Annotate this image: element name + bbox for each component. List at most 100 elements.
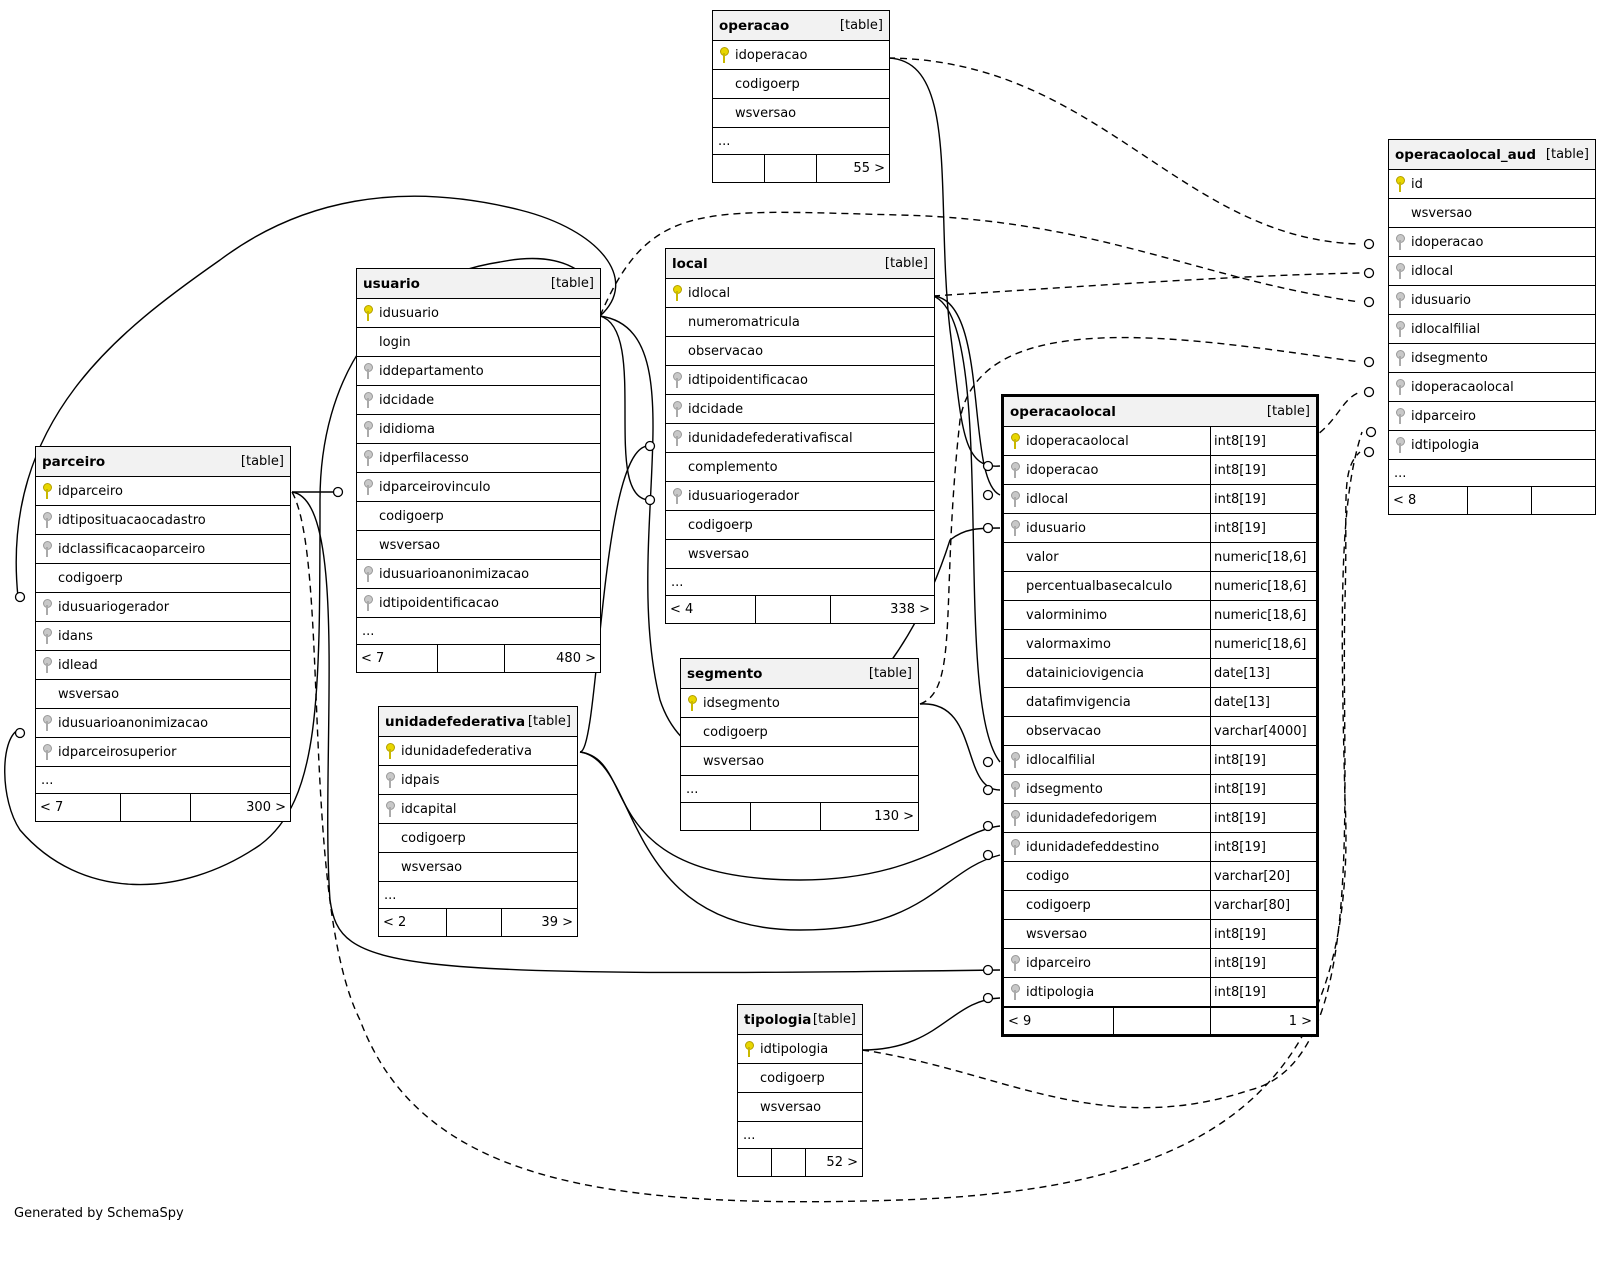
column-name: idunidadefedorigem	[1026, 810, 1158, 826]
ellipsis: ...	[36, 767, 290, 794]
column-row[interactable]: idtipoidentificacao	[357, 589, 600, 618]
key-placeholder	[738, 1064, 760, 1092]
column-row[interactable]: codigoerp	[738, 1064, 862, 1093]
column-row[interactable]: wsversao	[36, 680, 290, 709]
column-type: int8[19]	[1210, 804, 1316, 832]
foreign-key-icon	[36, 709, 58, 737]
column-name: idparceiro	[58, 483, 123, 499]
column-row[interactable]: idparceiro	[36, 477, 290, 506]
column-row[interactable]: idtipologia	[1389, 431, 1595, 460]
column-row[interactable]: id	[1389, 170, 1595, 199]
column-row[interactable]: idparceiro	[1389, 402, 1595, 431]
column-type: int8[19]	[1210, 833, 1316, 861]
key-placeholder	[681, 718, 703, 746]
column-name: idpais	[401, 772, 440, 788]
column-row[interactable]: idsegmento	[1389, 344, 1595, 373]
column-row[interactable]: idoperacao	[1389, 228, 1595, 257]
column-row[interactable]: idunidadefederativafiscal	[666, 424, 934, 453]
column-row[interactable]: idclassificacaoparceiro	[36, 535, 290, 564]
column-row[interactable]: numeromatricula	[666, 308, 934, 337]
column-row[interactable]: idparceirovinculo	[357, 473, 600, 502]
column-row[interactable]: codigoerp	[713, 70, 889, 99]
column-row[interactable]: wsversao	[681, 747, 918, 776]
column-row[interactable]: codigoerp	[36, 564, 290, 593]
column-row[interactable]: ididioma	[357, 415, 600, 444]
primary-key-icon	[36, 477, 58, 505]
column-row[interactable]: idcidade	[666, 395, 934, 424]
column-row[interactable]: observacao	[666, 337, 934, 366]
column-row[interactable]: idpais	[379, 766, 577, 795]
column-row[interactable]: wsversao	[666, 540, 934, 569]
column-row[interactable]: idusuariogerador	[666, 482, 934, 511]
column-row[interactable]: idunidadefedorigem int8[19]	[1004, 804, 1316, 833]
column-row[interactable]: wsversao	[713, 99, 889, 128]
column-row[interactable]: login	[357, 328, 600, 357]
column-row[interactable]: idunidadefederativa	[379, 737, 577, 766]
column-row[interactable]: wsversao	[379, 853, 577, 882]
column-row[interactable]: idcidade	[357, 386, 600, 415]
column-row[interactable]: wsversao	[357, 531, 600, 560]
column-row[interactable]: idsegmento	[681, 689, 918, 718]
footer-children: 338 >	[890, 602, 930, 617]
column-row[interactable]: idparceirosuperior	[36, 738, 290, 767]
column-row[interactable]: idlocalfilial	[1389, 315, 1595, 344]
column-row[interactable]: idusuariogerador	[36, 593, 290, 622]
column-row[interactable]: idtiposituacaocadastro	[36, 506, 290, 535]
column-row[interactable]: complemento	[666, 453, 934, 482]
column-row[interactable]: codigoerp	[666, 511, 934, 540]
column-name: idans	[58, 628, 93, 644]
column-row[interactable]: wsversao	[738, 1093, 862, 1122]
column-row[interactable]: idlead	[36, 651, 290, 680]
column-row[interactable]: idlocal	[1389, 257, 1595, 286]
column-row[interactable]: idtipologia	[738, 1035, 862, 1064]
column-row[interactable]: codigoerp	[357, 502, 600, 531]
column-row[interactable]: idtipoidentificacao	[666, 366, 934, 395]
column-row[interactable]: idusuario	[1389, 286, 1595, 315]
column-row[interactable]: idcapital	[379, 795, 577, 824]
column-row[interactable]: idoperacaolocal	[1389, 373, 1595, 402]
column-row[interactable]: iddepartamento	[357, 357, 600, 386]
column-row[interactable]: idusuarioanonimizacao	[357, 560, 600, 589]
column-row[interactable]: idusuarioanonimizacao	[36, 709, 290, 738]
column-row[interactable]: idans	[36, 622, 290, 651]
column-row[interactable]: codigoerp	[681, 718, 918, 747]
column-row[interactable]: idlocal	[666, 279, 934, 308]
column-row[interactable]: idusuario	[357, 299, 600, 328]
column-row[interactable]: codigoerp	[379, 824, 577, 853]
column-row[interactable]: idoperacao	[713, 41, 889, 70]
column-row[interactable]: wsversao	[1389, 199, 1595, 228]
table-unidadefederativa[interactable]: unidadefederativa [table] idunidadefeder…	[378, 706, 578, 937]
column-row[interactable]: idperfilacesso	[357, 444, 600, 473]
column-name: valormaximo	[1026, 636, 1111, 652]
table-name: usuario	[363, 275, 420, 292]
column-name: idlocalfilial	[1411, 321, 1481, 337]
column-name: observacao	[688, 343, 764, 359]
